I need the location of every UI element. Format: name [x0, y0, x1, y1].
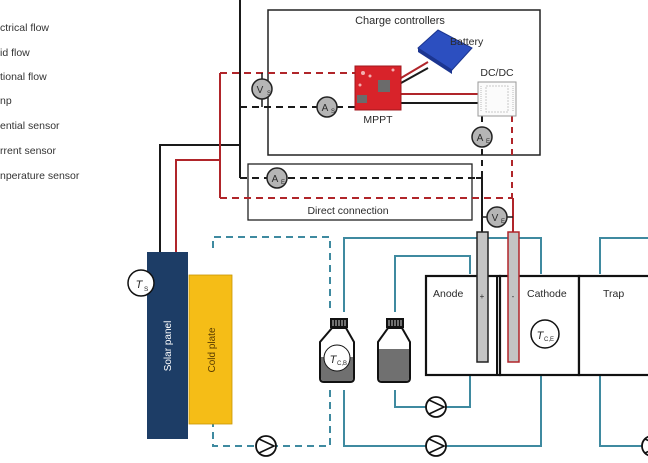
trap-loop-bottom [599, 375, 648, 447]
svg-text:S: S [144, 286, 149, 293]
anolyte-loop-top [394, 255, 471, 312]
battery-icon [417, 29, 473, 74]
solar-panel-label: Solar panel [163, 321, 174, 372]
cathode-electrode [507, 231, 520, 363]
svg-text:A: A [272, 174, 279, 185]
svg-text:A: A [322, 103, 329, 114]
dcdc-converter [477, 81, 517, 117]
current-sensor-icon [471, 126, 493, 148]
svg-text:A: A [477, 133, 484, 144]
legend: ctrical flow id flow tional flow np enti… [0, 22, 80, 182]
svg-text:T: T [330, 354, 338, 366]
legend-item-optional-flow: tional flow [0, 71, 47, 83]
cold-plate-loop-top [212, 236, 331, 312]
svg-text:E: E [501, 219, 505, 225]
cold-plate [188, 274, 233, 425]
catholyte-loop-top [343, 237, 542, 312]
reservoir-bottle-2 [377, 318, 411, 383]
svg-text:C,B: C,B [337, 361, 347, 367]
pump-anolyte [425, 396, 447, 418]
temperature-sensor-icon [127, 269, 155, 297]
direct-connection-box [247, 163, 473, 221]
sensor-as: A S [316, 96, 338, 118]
anode-label: Anode [433, 288, 464, 300]
anode-polarity: + [480, 292, 485, 301]
direct-connection-title: Direct connection [307, 205, 388, 217]
pump-trap [641, 435, 648, 457]
temperature-sensor-icon [323, 344, 351, 372]
pump-icon [425, 435, 447, 457]
fluid-loops [212, 236, 648, 447]
cathode-label: Cathode [527, 288, 567, 300]
mppt-label: MPPT [363, 114, 393, 126]
anode-electrode [476, 231, 489, 363]
svg-text:C,E: C,E [544, 337, 554, 343]
current-sensor-icon [316, 96, 338, 118]
sensor-tce: T C,E [530, 319, 560, 349]
pump-catholyte [425, 435, 447, 457]
cathode-polarity: - [512, 292, 515, 301]
legend-item-electrical-flow: ctrical flow [0, 22, 49, 34]
legend-item-potential-sensor: ential sensor [0, 120, 60, 132]
svg-text:S: S [331, 109, 335, 115]
potential-sensor-icon [251, 78, 273, 100]
legend-item-pump: np [0, 95, 12, 107]
reservoir-bottle-1: T C,B [319, 318, 355, 383]
potential-sensor-icon [486, 206, 508, 228]
dcdc-label: DC/DC [480, 67, 514, 79]
temperature-sensor-icon [530, 319, 560, 349]
svg-text:E: E [486, 139, 490, 145]
pump-cold-plate [255, 435, 277, 457]
pump-icon [425, 396, 447, 418]
trap-compartment [577, 274, 648, 377]
electrical-wiring [159, 0, 514, 252]
pump-icon [641, 435, 648, 457]
svg-text:T: T [537, 330, 545, 342]
svg-text:T: T [136, 279, 144, 291]
trap-loop-top [599, 237, 648, 274]
solar-negative-wire [159, 0, 241, 252]
sensor-ae-top: A E [471, 126, 493, 148]
solar-positive-wire [175, 73, 221, 252]
legend-item-temperature-sensor: nperature sensor [0, 170, 80, 182]
svg-text:V: V [492, 213, 499, 224]
sensor-ts: T S [127, 269, 155, 297]
cold-plate-label: Cold plate [207, 327, 218, 372]
mppt-board [354, 65, 402, 111]
current-sensor-icon [266, 167, 288, 189]
svg-text:V: V [257, 85, 264, 96]
legend-item-current-sensor: rrent sensor [0, 145, 57, 157]
legend-item-fluid-flow: id flow [0, 47, 30, 59]
charge-controllers-title: Charge controllers [355, 15, 445, 27]
sensor-ve: V E [486, 206, 508, 228]
pump-icon [255, 435, 277, 457]
battery-label: Battery [450, 36, 484, 48]
trap-label: Trap [603, 288, 624, 300]
svg-text:E: E [281, 180, 285, 186]
svg-text:S: S [267, 91, 271, 97]
sensor-ae-direct: A E [266, 167, 288, 189]
sensor-vs: V S [251, 78, 273, 100]
